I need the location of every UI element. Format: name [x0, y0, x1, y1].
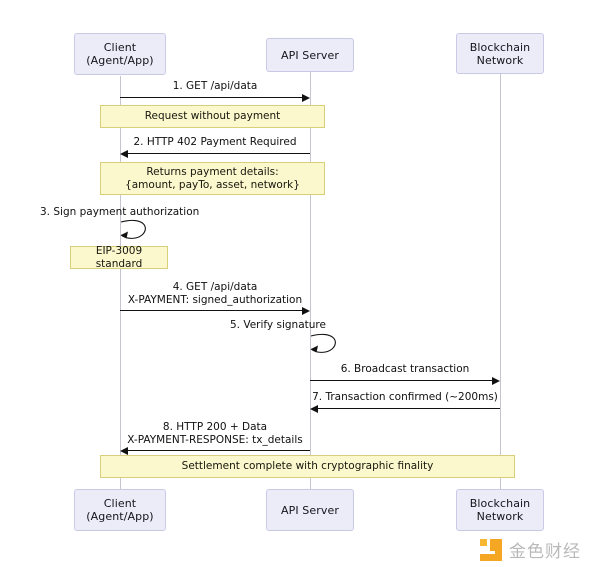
message-line-8 — [122, 450, 310, 451]
message-arrowhead-8 — [120, 446, 128, 455]
message-label-1: 1. GET /api/data — [172, 80, 258, 92]
message-arrowhead-2 — [120, 149, 128, 158]
message-label-4: 4. GET /api/data X-PAYMENT: signed_autho… — [127, 281, 303, 306]
lifeline-client — [120, 76, 121, 490]
lifeline-api — [310, 72, 311, 490]
message-arrowhead-4 — [302, 306, 310, 315]
message-arrowhead-1 — [302, 93, 310, 102]
message-label-7: 7. Transaction confirmed (~200ms) — [312, 391, 498, 403]
message-line-7 — [312, 408, 500, 409]
message-line-2 — [122, 153, 310, 154]
watermark: 金色财经 — [480, 537, 581, 562]
message-label-3: 3. Sign payment authorization — [40, 206, 200, 218]
participant-blockchain-top[interactable]: Blockchain Network — [456, 33, 544, 74]
self-loop-sign-payment-authorization — [120, 219, 146, 239]
participant-api-top[interactable]: API Server — [266, 38, 354, 72]
participant-api-bottom[interactable]: API Server — [266, 489, 354, 531]
message-label-2: 2. HTTP 402 Payment Required — [133, 136, 297, 148]
watermark-text: 金色财经 — [509, 542, 581, 562]
message-label-5: 5. Verify signature — [230, 319, 326, 331]
message-arrowhead-7 — [310, 404, 318, 413]
note-settlement-complete: Settlement complete with cryptographic f… — [100, 455, 515, 478]
note-request-without-payment: Request without payment — [100, 105, 325, 128]
lifeline-blockchain — [500, 74, 501, 490]
jinse-logo-icon — [480, 538, 502, 561]
note-returns-payment-details: Returns payment details: {amount, payTo,… — [100, 162, 325, 195]
message-line-4 — [120, 310, 308, 311]
self-loop-verify-signature — [310, 333, 336, 353]
message-line-1 — [120, 97, 308, 98]
message-line-6 — [310, 380, 498, 381]
message-label-8: 8. HTTP 200 + Data X-PAYMENT-RESPONSE: t… — [127, 421, 303, 446]
participant-blockchain-bottom[interactable]: Blockchain Network — [456, 489, 544, 531]
message-arrowhead-6 — [492, 376, 500, 385]
note-eip-3009: EIP-3009 standard — [70, 245, 168, 270]
participant-client-bottom[interactable]: Client (Agent/App) — [74, 489, 166, 531]
participant-client-top[interactable]: Client (Agent/App) — [74, 33, 166, 75]
message-label-6: 6. Broadcast transaction — [340, 363, 470, 375]
